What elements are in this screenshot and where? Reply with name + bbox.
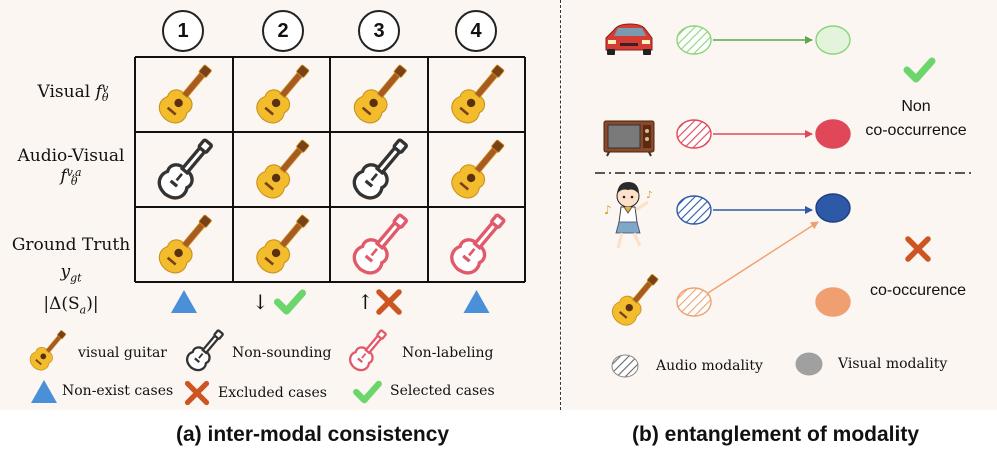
legend-non-labeling: Non-labeling — [402, 345, 494, 361]
car-icon — [605, 23, 653, 55]
caption-a: (a) inter-modal consistency — [176, 423, 450, 446]
panel-divider — [560, 0, 561, 410]
caption-b: (b) entanglement of modality — [632, 423, 920, 446]
legend-audio-modality-icon — [611, 354, 639, 378]
guitar-audio-node — [676, 287, 712, 317]
column-number-4: 4 — [455, 10, 497, 52]
delta-triangle-col1 — [171, 290, 197, 313]
arrow-down-col2: ↓ — [252, 290, 269, 314]
cooccurrence-label: co-occurence — [869, 282, 967, 299]
legend-non-exist: Non-exist cases — [62, 383, 174, 399]
grid-cell-guitar-1-3 — [353, 64, 407, 124]
row-label-ground-truth: Ground Truth ygt |Δ(Sa)| — [11, 235, 131, 317]
non-cooccurrence-check-icon — [903, 57, 936, 83]
grid-cell-guitar-3-2 — [256, 214, 310, 274]
legend-triangle-icon — [31, 380, 57, 403]
girl-visual-node — [815, 193, 851, 223]
legend-selected: Selected cases — [390, 383, 495, 399]
legend-visual-guitar-icon — [29, 330, 66, 371]
legend-cross-icon — [184, 380, 210, 406]
grid-cell-guitar-1-2 — [256, 64, 310, 124]
cooccurrence-cross-icon — [905, 236, 931, 262]
legend-audio-modality: Audio modality — [656, 358, 763, 374]
column-number-1: 1 — [162, 10, 204, 52]
delta-check-col2 — [274, 289, 306, 315]
delta-cross-col3 — [376, 289, 402, 315]
grid-cell-guitar-1-4 — [451, 64, 505, 124]
column-number-2: 2 — [262, 10, 304, 52]
column-number-3: 3 — [358, 10, 400, 52]
legend-non-sounding-icon — [185, 329, 224, 372]
tv-icon — [603, 120, 655, 157]
legend-visual-guitar: visual guitar — [78, 345, 167, 361]
non-cooccurrence-line1: Non — [901, 98, 931, 115]
grid-cell-guitar-1-1 — [158, 64, 212, 124]
grid-cell-guitar-2-4 — [451, 139, 505, 199]
grid-cell-guitar-3-3 — [352, 213, 408, 275]
non-cooccurrence-line2: co-occurrence — [865, 122, 967, 139]
tv-audio-node — [676, 119, 712, 149]
car-audio-node — [676, 25, 712, 55]
panel-a-background — [0, 0, 560, 410]
legend-excluded: Excluded cases — [218, 385, 327, 401]
legend-non-labeling-icon — [348, 329, 387, 372]
panel-b-guitar-icon — [611, 274, 659, 326]
grid-cell-guitar-2-3 — [352, 138, 408, 200]
arrow-up-col3: ↑ — [357, 290, 374, 314]
grid-cell-guitar-3-1 — [158, 214, 212, 274]
singing-girl-icon: ♪♪ — [604, 182, 652, 249]
legend-visual-modality-icon — [795, 352, 823, 376]
girl-audio-node — [676, 195, 712, 225]
legend-non-sounding: Non-sounding — [232, 345, 332, 361]
grid-cell-guitar-2-2 — [256, 139, 310, 199]
delta-triangle-col4 — [463, 290, 490, 313]
guitar-visual-node — [815, 287, 851, 317]
grid-cell-guitar-3-4 — [450, 213, 506, 275]
legend-visual-modality: Visual modality — [838, 356, 948, 372]
legend-check-icon — [353, 380, 382, 404]
svg-text:♪: ♪ — [604, 203, 612, 217]
car-visual-node — [815, 25, 851, 55]
grid-cell-guitar-2-1 — [157, 138, 213, 200]
svg-text:♪: ♪ — [646, 190, 652, 201]
tv-visual-node — [815, 119, 851, 149]
edge-guitar-to-girl — [707, 221, 819, 294]
